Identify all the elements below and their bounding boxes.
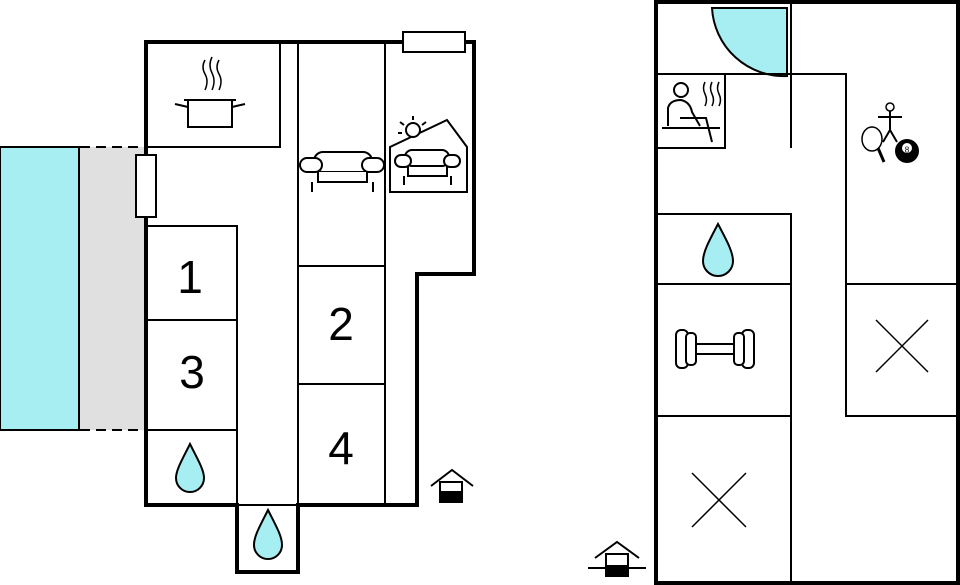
- table-tennis-billiard-icon: 8: [861, 102, 919, 163]
- sun-sofa-icon: [389, 116, 468, 193]
- upper-floor: 8: [588, 0, 960, 585]
- entrance-house-icon: [588, 540, 646, 577]
- kitchen-pot-icon: [174, 56, 246, 128]
- terrace-door: [135, 154, 157, 218]
- sauna-icon: [662, 78, 722, 144]
- room-number-3: 3: [179, 346, 205, 398]
- water-drop-icon: [174, 441, 206, 493]
- room-number-1: 1: [177, 251, 203, 303]
- dumbbell-icon: [675, 329, 755, 369]
- water-drop-icon: [701, 221, 735, 277]
- cross-icon: [691, 472, 747, 528]
- svg-text:8: 8: [905, 146, 910, 155]
- pool: [0, 146, 80, 431]
- cross-icon: [875, 319, 929, 373]
- room-number-2: 2: [328, 298, 354, 350]
- window-top: [402, 31, 466, 53]
- door-swing: [710, 7, 788, 78]
- room-number-4: 4: [328, 422, 354, 474]
- outer-wall: [654, 0, 960, 585]
- ground-floor: 1 3 2 4: [0, 31, 476, 574]
- water-drop-icon: [252, 507, 284, 560]
- entrance-house-icon: [430, 468, 474, 503]
- sofa-icon: [299, 151, 385, 192]
